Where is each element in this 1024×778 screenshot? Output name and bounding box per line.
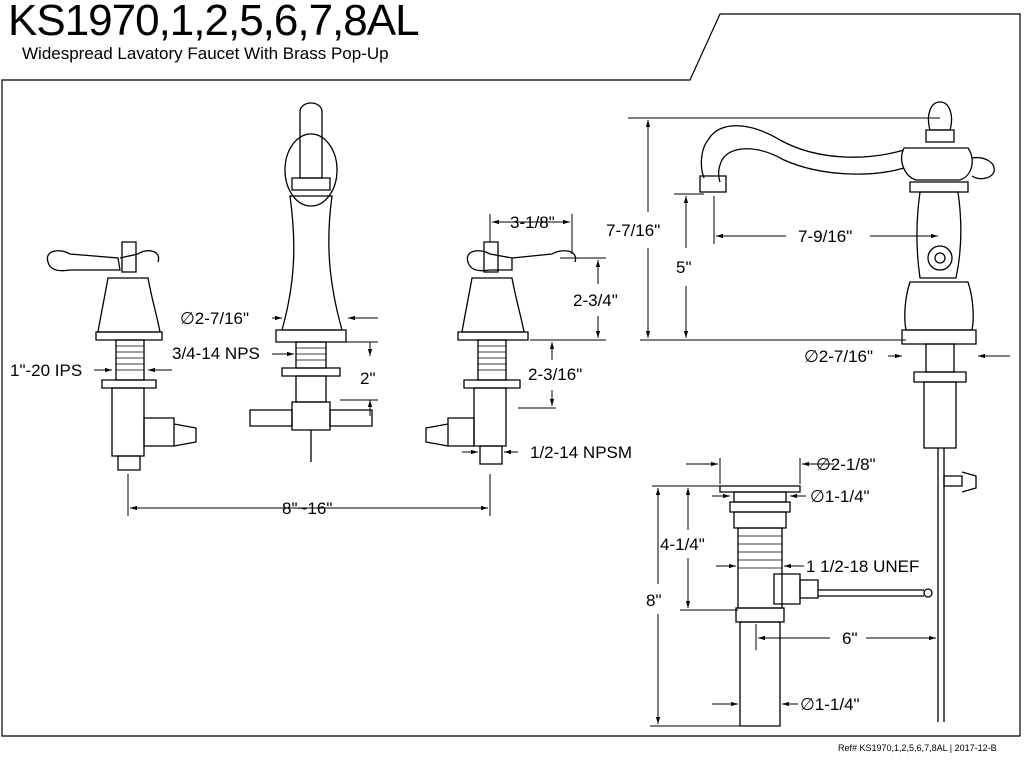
drain-total-label: 8" <box>646 591 662 610</box>
nps-label: 3/4-14 NPS <box>172 344 260 363</box>
drain-top-dia-label: ∅1-1/4" <box>810 487 870 506</box>
ips-label: 1"-20 IPS <box>10 361 82 380</box>
drain-body-label: 4-1/4" <box>660 535 705 554</box>
left-handle-valve <box>46 241 197 471</box>
handle-height-label: 2-3/4" <box>573 291 618 310</box>
npsm-label: 1/2-14 NPSM <box>530 443 632 462</box>
spout-diameter-side-label: ∅2-7/16" <box>804 347 873 366</box>
page-title: KS1970,1,2,5,6,7,8AL <box>8 0 420 45</box>
drain-thread-label: 1 1/2-18 UNEF <box>806 557 919 576</box>
spread-label: 8"~16" <box>282 499 332 518</box>
overall-height-label: 7-7/16" <box>606 221 660 240</box>
right-handle-valve <box>425 241 577 465</box>
spout-reach-label: 7-9/16" <box>798 227 852 246</box>
drawing-border <box>1 13 1021 737</box>
drain-flange-label: ∅2-1/8" <box>816 455 876 474</box>
rod-length-label: 6" <box>842 629 858 648</box>
page-subtitle: Widespread Lavatory Faucet With Brass Po… <box>22 44 389 63</box>
reference-number: Ref# KS1970,1,2,5,6,7,8AL | 2017-12-B <box>838 743 997 753</box>
handle-shank-label: 2-3/16" <box>528 365 582 384</box>
spout-diameter-front-label: ∅2-7/16" <box>180 309 249 328</box>
tailpiece-dia-label: ∅1-1/4" <box>800 695 860 714</box>
two-inch-label: 2" <box>360 369 376 388</box>
center-spout-front <box>249 102 373 462</box>
side-view-faucet <box>699 101 995 722</box>
spout-height-label: 5" <box>676 258 692 277</box>
handle-width-label: 3-1/8" <box>510 213 555 232</box>
pop-up-drain <box>719 485 933 727</box>
